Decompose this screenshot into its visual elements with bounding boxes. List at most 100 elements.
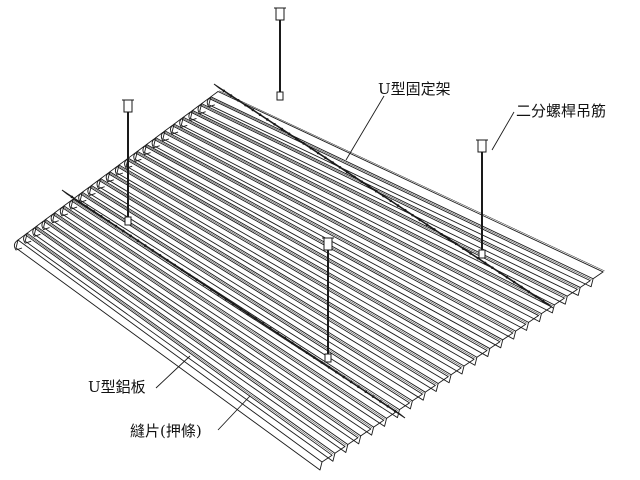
rail-hole [534,295,538,298]
rod-clip [324,353,332,363]
panel-strip [146,138,514,341]
rail-hole [327,366,331,369]
cover-strip [218,90,605,272]
panel-strip [201,97,591,288]
panel-strip [127,152,488,358]
panel-return [153,137,517,340]
rail-hole [222,89,226,93]
panel-strip [182,111,565,306]
panel-strip [17,234,333,463]
rail-hole [261,322,265,325]
rail-hole [393,409,397,413]
panel-return [52,212,375,436]
panel-strip [26,227,346,454]
rail-hole [541,299,545,303]
leader-lines [155,95,515,431]
rail-hole [280,127,284,131]
rail-hole [244,103,247,107]
panel-strip [81,186,423,402]
leader-cover-strip [217,395,251,431]
rail-hole [433,228,436,231]
rail-hole [254,317,257,320]
rail-hole [469,252,472,255]
cover-strip [108,172,450,376]
cover-strip [35,226,347,446]
rail-hole [498,271,501,274]
hanger-bracket [275,7,285,21]
rail-hole [129,234,132,238]
rod-clip [478,249,486,259]
rail-hole [258,113,262,116]
rail-hole [309,146,313,150]
panel-strip [109,166,462,376]
panel-end-profile [133,150,142,162]
rail-hole [266,118,269,121]
rail-hole [379,400,382,403]
rod-clip [124,216,132,226]
rail-hole [447,237,451,241]
panel-strip [136,145,501,349]
rail-hole [316,151,320,155]
panel-return [199,103,581,296]
panel-end-profile [206,96,215,108]
rail-hole [290,341,294,345]
rail-hole [505,276,509,279]
u-rail-label: U型固定架 [378,80,451,98]
panel-end-profile [69,198,78,210]
panel-strip [164,125,540,323]
leader-u-panel [155,355,191,389]
rail-hole [342,375,346,379]
panel-strip [118,159,475,367]
rail-hole [224,297,228,301]
panel-return [116,164,465,375]
cover-strip [172,124,541,315]
rail-hole [403,209,407,212]
cover-strip [191,110,566,298]
rail-hole [345,170,349,174]
cover-strip [209,97,592,280]
panel-end-profile [13,239,23,251]
rail-hole [246,312,250,316]
panel-strip [72,193,410,411]
cover-strip [163,131,528,324]
rail-hole [121,229,125,233]
panel-strip [35,220,359,445]
leader-threaded-rod [491,111,515,151]
rail-hole [107,219,110,223]
leader-u-rail [345,95,385,161]
rail-hole [210,288,213,291]
rail-hole [360,180,364,183]
cover-strip [136,151,489,350]
panel-strip [155,131,527,332]
panel-return [162,130,529,331]
rod-clip [276,91,284,101]
cover-strip [44,220,360,437]
panel-strip [45,213,372,437]
rail-hole [232,302,235,306]
panel-return [24,233,336,462]
rail-hole [462,247,465,250]
rail-hole [188,273,191,277]
panel-end-profile [170,123,179,135]
cover-strip [117,165,463,368]
rail-hole [386,404,390,408]
panel-end-profile [50,212,59,224]
rail-hole [353,175,356,179]
panel-return [79,192,413,410]
panel-return [61,205,387,427]
panel-end-profile [105,171,114,183]
panel-return [98,178,439,392]
rail-hole [374,189,378,193]
rail-hole [367,185,371,188]
panel-strip [210,91,604,280]
rail-hole [483,261,487,265]
cover-strip [99,179,437,385]
panel-end-profile [151,137,160,149]
cover-strip-label: 縫片(押條) [130,422,202,440]
rail-hole [454,242,458,246]
rail-hole [389,199,393,203]
panel-end-profile [96,178,105,190]
rail-hole [114,224,118,228]
